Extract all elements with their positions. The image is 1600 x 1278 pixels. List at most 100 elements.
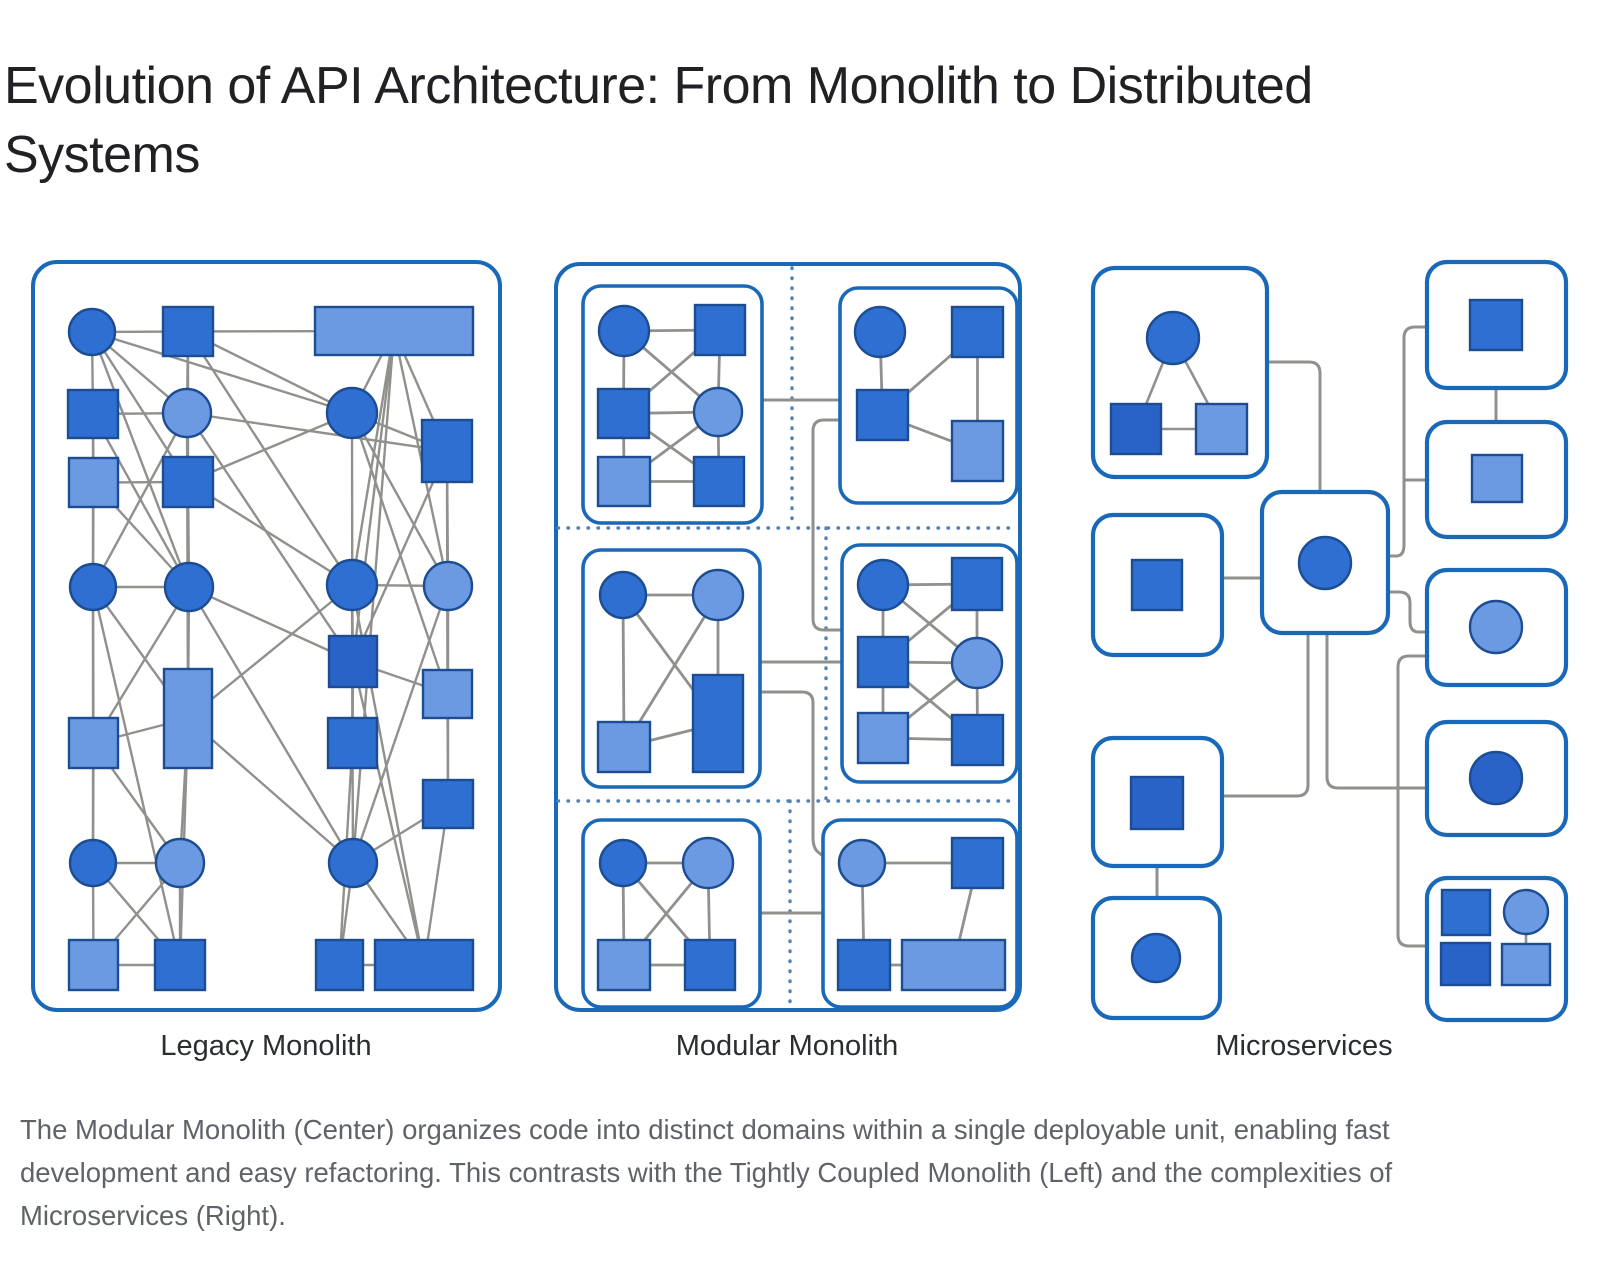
- component-circle: [692, 386, 744, 438]
- component-circle: [67, 307, 117, 357]
- component-square: [314, 938, 365, 992]
- service-box: [1090, 895, 1223, 1021]
- connector-line: [1222, 633, 1310, 798]
- component-square: [1500, 942, 1552, 987]
- component-square: [1468, 298, 1524, 352]
- diagram-label-legacy-monolith: Legacy Monolith: [160, 1030, 372, 1062]
- component-circle: [422, 560, 474, 612]
- dependency-line: [91, 330, 353, 415]
- dependency-line: [187, 586, 355, 864]
- connector-line: [1396, 654, 1427, 948]
- page-title: Evolution of API Architecture: From Mono…: [4, 57, 1313, 184]
- service-box: [1424, 719, 1569, 838]
- component-square: [1194, 402, 1249, 456]
- component-circle: [161, 387, 213, 439]
- figure-caption: The Modular Monolith (Center) organizes …: [20, 1114, 1393, 1232]
- connector-line: [1267, 360, 1322, 492]
- dependency-line: [187, 330, 353, 415]
- service-box: [1090, 265, 1270, 480]
- component-square: [420, 418, 474, 484]
- modular-monolith-panel: [554, 262, 1022, 1012]
- component-square: [596, 455, 652, 508]
- component-square: [950, 713, 1005, 767]
- component-square: [693, 303, 747, 357]
- component-circle: [837, 838, 887, 888]
- component-square: [67, 456, 120, 509]
- domain-module: [581, 548, 762, 789]
- connector-line: [760, 690, 824, 858]
- component-square: [900, 938, 1007, 992]
- component-circle: [950, 636, 1004, 690]
- component-square: [692, 455, 746, 508]
- component-square: [153, 938, 207, 992]
- connector-line: [1325, 633, 1427, 790]
- domain-module: [840, 543, 1019, 784]
- component-square: [421, 668, 474, 720]
- connector-line: [1388, 590, 1427, 634]
- component-square: [855, 388, 910, 442]
- component-square: [856, 635, 910, 689]
- component-circle: [598, 838, 648, 888]
- component-square: [683, 938, 737, 992]
- component-square: [1440, 888, 1492, 937]
- component-square: [161, 305, 215, 358]
- component-circle: [327, 837, 379, 889]
- component-square: [313, 305, 475, 357]
- component-square: [66, 388, 120, 440]
- dependency-line: [186, 330, 354, 586]
- service-box: [1424, 875, 1569, 1023]
- domain-module: [821, 818, 1019, 1009]
- domain-module: [581, 818, 762, 1009]
- component-circle: [681, 836, 735, 890]
- component-circle: [691, 568, 745, 622]
- component-square: [691, 673, 745, 774]
- dependency-line: [91, 412, 189, 588]
- component-square: [1439, 941, 1492, 987]
- dependency-line: [186, 412, 354, 663]
- component-square: [596, 938, 652, 992]
- component-square: [373, 938, 475, 992]
- dependency-line: [187, 411, 353, 484]
- dependency-line: [90, 331, 191, 588]
- component-square: [327, 634, 379, 689]
- component-square: [1129, 775, 1185, 831]
- component-square: [950, 836, 1005, 890]
- diagram-label-modular-monolith: Modular Monolith: [675, 1030, 899, 1062]
- component-circle: [163, 561, 215, 613]
- dependency-line: [351, 585, 450, 864]
- dependency-line: [351, 450, 449, 662]
- domain-module: [581, 284, 764, 525]
- component-circle: [325, 558, 379, 612]
- dependency-line: [350, 330, 396, 586]
- service-box: [1090, 735, 1225, 869]
- component-square: [161, 455, 215, 509]
- component-square: [1130, 558, 1184, 612]
- component-square: [326, 716, 379, 770]
- component-square: [950, 305, 1005, 359]
- dependency-line: [91, 586, 182, 966]
- component-square: [1470, 453, 1524, 504]
- component-square: [856, 711, 910, 765]
- component-square: [836, 938, 892, 992]
- component-square: [162, 667, 214, 770]
- dependency-line: [187, 584, 353, 720]
- service-box: [1424, 419, 1569, 540]
- component-circle: [1130, 932, 1182, 984]
- component-circle: [1297, 535, 1353, 591]
- dependency-line: [350, 412, 449, 695]
- diagram-label-microservices: Microservices: [1215, 1030, 1393, 1062]
- domain-module: [838, 286, 1019, 505]
- component-square: [596, 387, 651, 440]
- service-box: [1424, 567, 1569, 688]
- component-circle: [1468, 599, 1524, 655]
- dependency-line: [187, 717, 354, 864]
- component-square: [596, 720, 652, 774]
- connector-line: [811, 418, 842, 632]
- component-square: [950, 419, 1005, 483]
- connector-line: [1388, 325, 1427, 558]
- service-box: [1424, 259, 1569, 391]
- microservices-panel: [1090, 259, 1569, 1023]
- service-box: [1090, 512, 1225, 658]
